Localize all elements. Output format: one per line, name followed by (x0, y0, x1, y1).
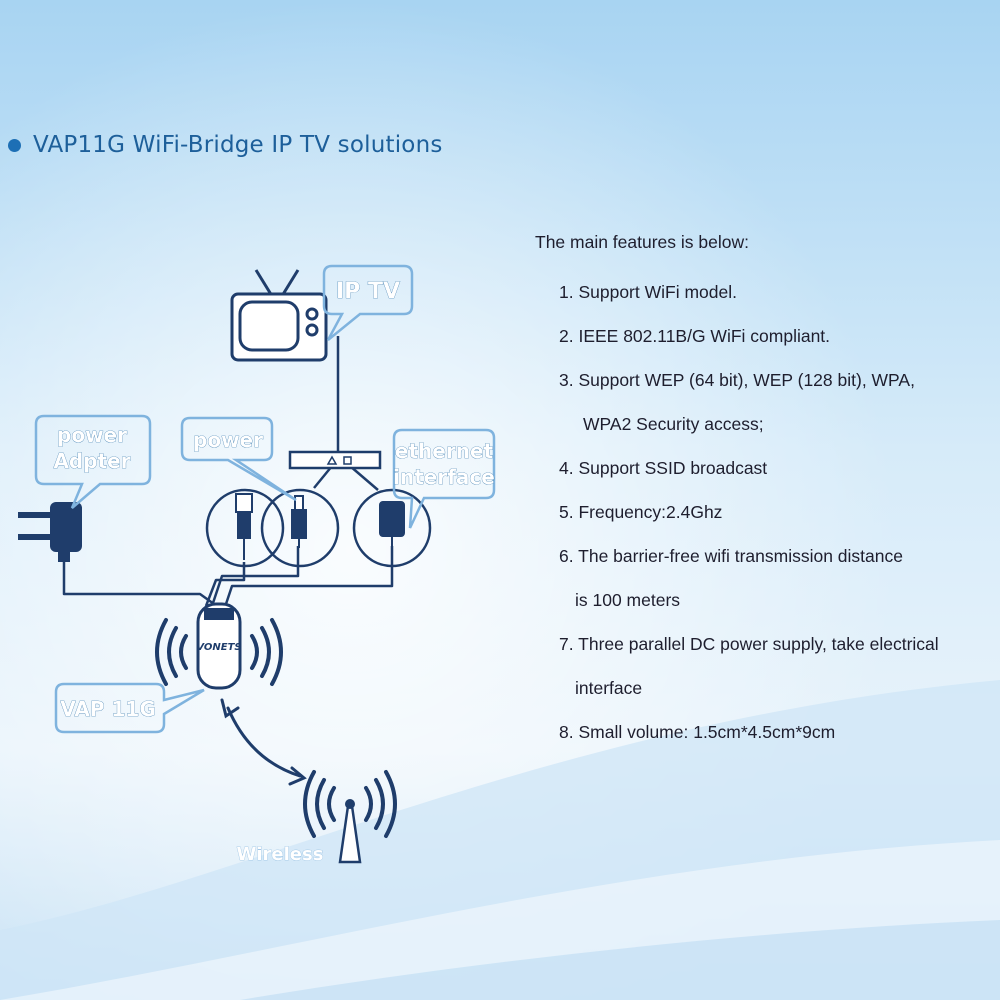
title-text: VAP11G WiFi-Bridge IP TV solutions (33, 132, 443, 158)
feature-item: 6. The barrier-free wifi transmission di… (559, 546, 903, 566)
cable-usb (204, 562, 246, 607)
power-plug-icon (18, 502, 82, 562)
feature-item: 3. Support WEP (64 bit), WEP (128 bit), … (559, 370, 915, 390)
power-adapter-bubble: power Adpter (34, 414, 152, 509)
feature-item: 2. IEEE 802.11B/G WiFi compliant. (559, 326, 831, 346)
device-wifi-waves (155, 618, 283, 686)
power-adapter-label-line2: Adpter (53, 449, 130, 473)
ethernet-label-line2: interface (393, 465, 495, 489)
ip-tv-label: IP TV (336, 279, 400, 304)
rj45-connector-icon (379, 501, 405, 548)
ethernet-bubble: ethernet interface (392, 428, 496, 529)
usb-connector-icon (235, 493, 253, 560)
ethernet-label-line1: ethernet (395, 439, 494, 463)
usb-connector-circle (205, 488, 285, 568)
wireless-label: Wireless (237, 844, 324, 865)
ip-tv-bubble: IP TV (322, 264, 414, 341)
dc-connector-circle (260, 488, 340, 568)
feature-item-continued: is 100 meters (575, 590, 681, 610)
feature-item: 1. Support WiFi model. (559, 282, 737, 302)
ethernet-connector-circle (352, 488, 432, 568)
device-logo: VONETS (196, 642, 241, 653)
set-top-box-icon (288, 450, 382, 470)
power-label: power (193, 428, 263, 452)
device-bubble: VAP 11G (54, 682, 205, 734)
feature-item: 4. Support SSID broadcast (559, 458, 768, 478)
feature-item: 5. Frequency:2.4Ghz (559, 502, 723, 522)
bullet-icon (8, 138, 21, 152)
wireless-link-arrow (220, 698, 307, 786)
feature-item: 8. Small volume: 1.5cm*4.5cm*9cm (559, 722, 836, 742)
features-heading: The main features is below: (535, 232, 749, 252)
page-title: VAP11G WiFi-Bridge IP TV solutions (8, 132, 443, 158)
antenna-tower-icon (303, 770, 397, 864)
power-adapter-label-line1: power (57, 423, 127, 447)
cable-stb-eth (349, 465, 379, 491)
wireless-device-icon: VONETS (196, 602, 242, 690)
power-bubble: power (180, 416, 297, 502)
feature-item: 7. Three parallel DC power supply, take … (559, 634, 939, 654)
dc-jack-icon (291, 495, 307, 548)
cable-dc (210, 546, 300, 607)
cable-power-adapter (62, 560, 215, 606)
device-label: VAP 11G (60, 697, 155, 721)
cable-stb-dc (313, 465, 333, 489)
feature-item-continued: WPA2 Security access; (583, 414, 764, 434)
tv-icon (230, 269, 328, 362)
feature-item-continued: interface (575, 678, 643, 698)
